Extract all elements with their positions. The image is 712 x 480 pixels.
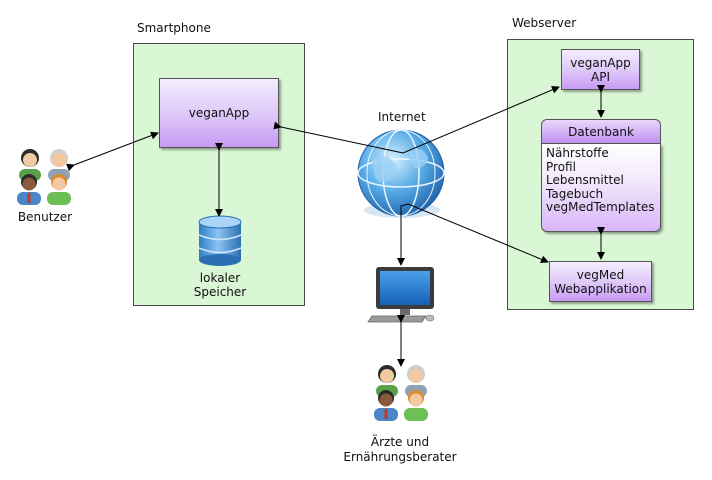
vegmed-label-line2: Webapplikation <box>554 281 647 296</box>
internet-label: Internet <box>378 110 426 124</box>
database-table-lebensmittel: Lebensmittel <box>546 173 624 187</box>
vegmed-label-line1: vegMed <box>576 267 625 282</box>
api-box: veganApp API <box>561 49 640 90</box>
database-table-naehrstoffe: Nährstoffe <box>546 146 609 160</box>
database-header: Datenbank <box>541 119 661 144</box>
database-table-profil: Profil <box>546 159 576 174</box>
veganapp-box: veganApp <box>159 78 279 148</box>
users-label: Benutzer <box>17 210 73 224</box>
doctors-label: Ärzte und Ernährungsberater <box>343 435 457 464</box>
veganapp-label: veganApp <box>188 106 250 120</box>
webserver-label: Webserver <box>512 16 577 30</box>
database-table-vegmedtemplates: vegMedTemplates <box>546 200 655 214</box>
smartphone-label: Smartphone <box>137 21 211 35</box>
database-table-tagebuch: Tagebuch <box>546 186 604 201</box>
vegmed-webapp-box: vegMed Webapplikation <box>549 261 652 302</box>
local-storage-label: lokaler Speicher <box>193 271 247 299</box>
api-label-line2: API <box>591 69 610 84</box>
database-table-list: Nährstoffe Profil Lebensmittel Tagebuch … <box>541 144 661 232</box>
api-label-line1: veganApp <box>570 55 631 70</box>
